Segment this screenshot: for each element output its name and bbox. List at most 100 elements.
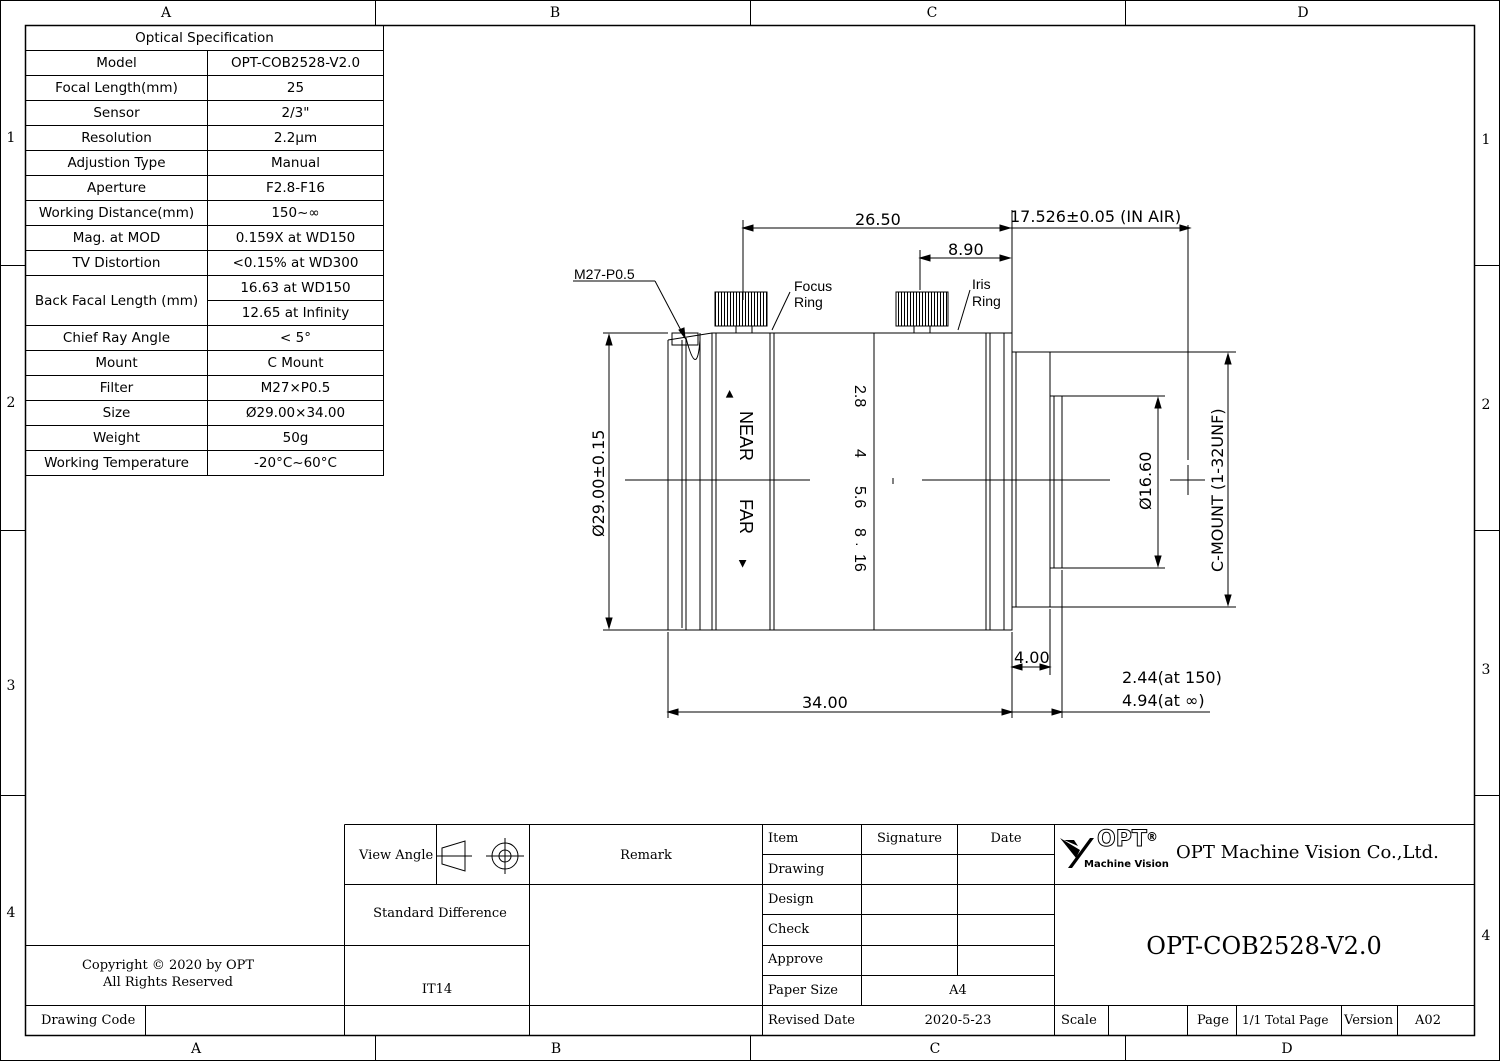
- label-focus-ring-1: Focus: [794, 278, 833, 294]
- standard-difference-label: Standard Difference: [373, 906, 507, 921]
- dim-4-00: 4.00: [1014, 648, 1050, 667]
- zone-label-top-d: D: [1297, 5, 1309, 21]
- iris-ring: [873, 332, 987, 631]
- zone-label-left-2: 2: [6, 395, 16, 411]
- mark-f8: 8: [851, 528, 868, 537]
- revised-date-label: Revised Date: [768, 1013, 855, 1028]
- third-angle-projection-icon: [436, 838, 524, 874]
- spec-value: Ø29.00×34.00: [207, 400, 384, 426]
- spec-row: Chief Ray Angle< 5°: [25, 325, 384, 351]
- scale-label: Scale: [1061, 1013, 1097, 1028]
- zone-label-left-4: 4: [6, 905, 16, 921]
- focus-knob: [714, 291, 768, 327]
- spec-key: Back Facal Length (mm): [25, 275, 208, 326]
- spec-key: Resolution: [25, 125, 208, 151]
- spec-value: 2.2μm: [207, 125, 384, 151]
- spec-row: Back Facal Length (mm)16.63 at WD150: [25, 275, 384, 326]
- inner-border: [24, 24, 1476, 1037]
- copyright-line-1: Copyright © 2020 by OPT: [81, 958, 255, 973]
- dim-c-mount: C-MOUNT (1-32UNF): [1208, 408, 1227, 572]
- dim-2-44: 2.44(at 150): [1122, 668, 1222, 687]
- spec-value: <0.15% at WD300: [207, 250, 384, 276]
- dim-34-00: 34.00: [802, 693, 848, 712]
- zone-label-top-c: C: [926, 5, 938, 21]
- row-drawing: Drawing: [768, 862, 825, 877]
- mark-far: FAR: [736, 499, 756, 535]
- col-signature: Signature: [876, 831, 942, 846]
- copyright-line-2: All Rights Reserved: [103, 975, 233, 990]
- drawing-code-label: Drawing Code: [41, 1013, 136, 1028]
- label-focus-ring-2: Ring: [794, 294, 823, 310]
- label-iris-ring-2: Ring: [972, 293, 1001, 309]
- spec-value: 2/3": [207, 100, 384, 126]
- zone-label-left-3: 3: [6, 678, 16, 694]
- spec-row: TV Distortion<0.15% at WD300: [25, 250, 384, 276]
- spec-key: Sensor: [25, 100, 208, 126]
- spec-row: Working Distance(mm)150~∞: [25, 200, 384, 226]
- dim-16-60: Ø16.60: [1136, 451, 1155, 510]
- tolerance-value: IT14: [421, 982, 453, 997]
- spec-value: 25: [207, 75, 384, 101]
- mark-near: NEAR: [736, 411, 756, 462]
- label-filter-thread: M27-P0.5: [574, 266, 635, 282]
- spec-value: 0.159X at WD150: [207, 225, 384, 251]
- zone-label-bottom-b: B: [550, 1041, 562, 1057]
- spec-value: F2.8-F16: [207, 175, 384, 201]
- zone-label-left-1: 1: [6, 130, 16, 146]
- mark-f16: 16: [851, 554, 868, 572]
- label-iris-ring-1: Iris: [972, 276, 991, 292]
- spec-value: 16.63 at WD150: [207, 275, 384, 301]
- spec-key: Weight: [25, 425, 208, 451]
- mark-f2-8: 2.8: [851, 385, 868, 408]
- company-name: OPT Machine Vision Co.,Ltd.: [1176, 842, 1439, 863]
- mark-f4: 4: [851, 449, 868, 458]
- spec-key: Mag. at MOD: [25, 225, 208, 251]
- spec-value: Manual: [207, 150, 384, 176]
- spec-table-title: Optical Specification: [25, 25, 384, 51]
- spec-value: 50g: [207, 425, 384, 451]
- zone-label-bottom-a: A: [190, 1041, 202, 1057]
- logo-subtitle: Machine Vision: [1084, 859, 1169, 870]
- spec-value: -20°C~60°C: [207, 450, 384, 476]
- spec-key: Model: [25, 50, 208, 76]
- drawing-title: OPT-COB2528-V2.0: [1146, 932, 1382, 960]
- dot-separator-icon: ·: [850, 542, 866, 547]
- opt-logo-mark: [1060, 838, 1094, 868]
- spec-key: Working Temperature: [25, 450, 208, 476]
- dim-26-50: 26.50: [855, 210, 901, 229]
- remark-label: Remark: [620, 848, 672, 863]
- zone-label-bottom-d: D: [1281, 1041, 1293, 1057]
- revised-date-value: 2020-5-23: [924, 1013, 992, 1028]
- spec-key: Adjustion Type: [25, 150, 208, 176]
- col-date: Date: [990, 831, 1022, 846]
- page-value: 1/1 Total Page: [1242, 1013, 1329, 1027]
- zone-label-top-b: B: [549, 5, 561, 21]
- spec-value: < 5°: [207, 325, 384, 351]
- spec-value: M27×P0.5: [207, 375, 384, 401]
- spec-row: Working Temperature-20°C~60°C: [25, 450, 384, 476]
- spec-value: C Mount: [207, 350, 384, 376]
- spec-key: TV Distortion: [25, 250, 208, 276]
- row-approve: Approve: [768, 952, 824, 967]
- spec-key: Filter: [25, 375, 208, 401]
- dim-4-94: 4.94(at ∞): [1122, 691, 1205, 710]
- iris-knob: [895, 291, 949, 327]
- mark-f5-6: 5.6: [851, 486, 868, 509]
- logo-registered: ®: [1146, 830, 1158, 844]
- spec-key: Chief Ray Angle: [25, 325, 208, 351]
- spec-key: Working Distance(mm): [25, 200, 208, 226]
- zone-label-right-1: 1: [1481, 132, 1491, 148]
- zone-label-right-4: 4: [1481, 928, 1491, 944]
- col-item: Item: [768, 831, 799, 846]
